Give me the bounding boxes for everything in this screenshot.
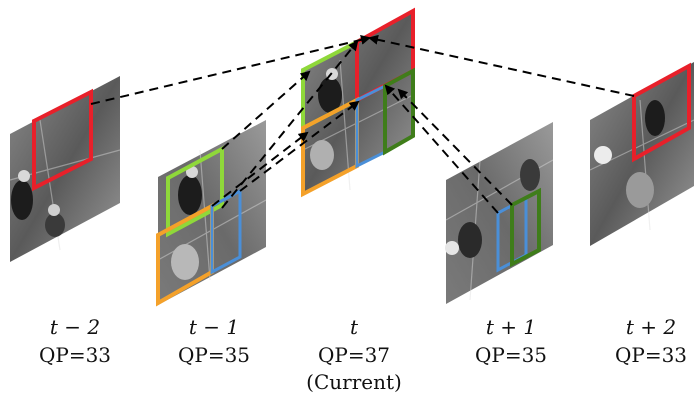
arrow-t-plus-2-to-red — [368, 34, 635, 97]
time-label: t + 2 — [626, 315, 676, 339]
arrow-t-minus-2-to-red — [90, 34, 371, 105]
qp-label: QP=35 — [475, 343, 547, 367]
dark-green-block-t — [383, 67, 415, 156]
time-label: t — [350, 315, 359, 339]
dark-green-block-t-plus-1 — [510, 187, 541, 268]
red-block-t-plus-2 — [632, 62, 691, 163]
label-t-minus-2: t − 2 QP=33 — [39, 315, 111, 367]
arrow-t-minus-1-green-right-to-green — [221, 40, 359, 209]
arrow-t-minus-1-blue-to-blue — [239, 100, 360, 192]
qp-label: QP=33 — [39, 343, 111, 367]
label-t-current: t QP=37 (Current) — [306, 315, 402, 394]
red-block-t-minus-2 — [32, 88, 93, 192]
label-t-plus-2: t + 2 QP=33 — [615, 315, 687, 367]
arrow-t-plus-1-blue-to-blue — [384, 84, 499, 214]
current-note: (Current) — [306, 370, 402, 394]
green-block-t-minus-1 — [166, 145, 224, 238]
qp-label: QP=37 — [318, 343, 390, 367]
arrow-t-plus-1-dark-green-to-dark-green — [397, 88, 513, 206]
arrow-t-minus-1-orange-to-orange — [211, 131, 309, 207]
qp-label: QP=33 — [615, 343, 687, 367]
frame-t-current — [301, 7, 415, 198]
label-t-plus-1: t + 1 QP=35 — [475, 315, 547, 367]
time-label: t − 2 — [50, 315, 100, 339]
reference-arrows — [90, 34, 635, 214]
frame-t-plus-1 — [445, 122, 554, 304]
frame-t-plus-2 — [589, 62, 694, 246]
label-t-minus-1: t − 1 QP=35 — [178, 315, 250, 367]
time-label: t + 1 — [486, 315, 536, 339]
arrow-t-minus-1-to-green — [221, 70, 311, 150]
frame-t-minus-2 — [9, 76, 121, 262]
frame-t-minus-1 — [156, 120, 267, 307]
qp-label: QP=35 — [178, 343, 250, 367]
time-label: t − 1 — [189, 315, 239, 339]
blue-block-t-minus-1 — [210, 188, 242, 275]
